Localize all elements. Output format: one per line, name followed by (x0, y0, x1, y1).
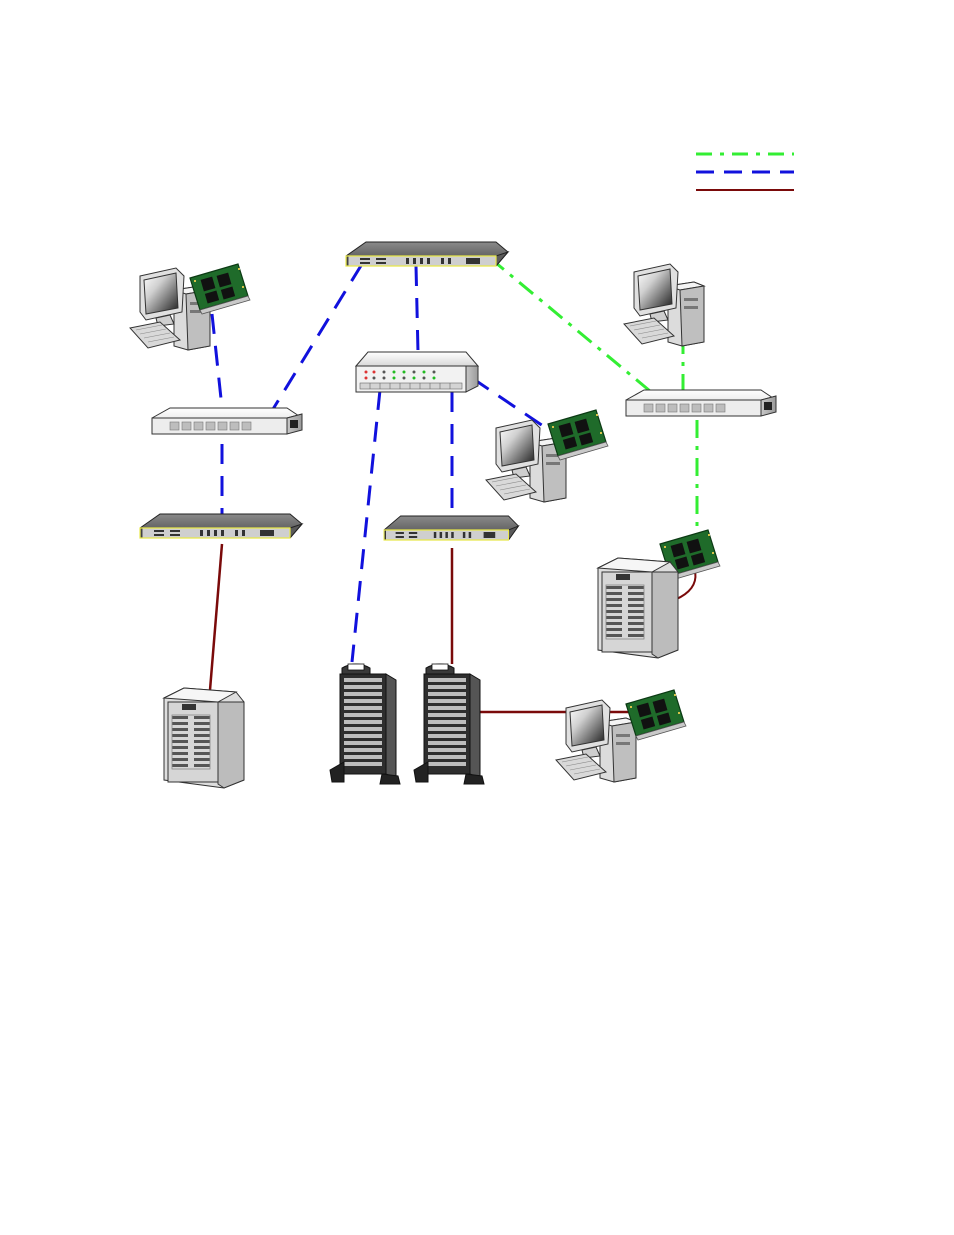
server-icon (598, 558, 678, 658)
link-hub-center-to-rack-a (352, 390, 380, 662)
router-center[interactable] (384, 516, 518, 540)
workstation-icon (624, 264, 704, 346)
router-icon (346, 242, 508, 266)
server-left[interactable] (164, 688, 244, 788)
switch-right[interactable] (626, 390, 776, 416)
link-card-top-left-to-switch-left (212, 314, 222, 408)
card-top-left[interactable] (190, 264, 250, 314)
router-left[interactable] (140, 514, 302, 538)
network-card-icon (190, 264, 250, 314)
link-router-top-to-hub-center (416, 266, 418, 352)
link-router-left-to-server-left (210, 544, 222, 690)
link-router-top-to-switch-left (270, 264, 362, 414)
rack-server-icon (330, 664, 400, 784)
legend (696, 154, 794, 190)
link-hub-center-to-card-center (472, 378, 552, 432)
hub-center[interactable] (356, 352, 478, 392)
rack-a[interactable] (330, 664, 400, 784)
switch-left[interactable] (152, 408, 302, 434)
server-icon (164, 688, 244, 788)
router-icon (384, 516, 518, 540)
network-card-icon (548, 410, 608, 460)
card-bottom-right[interactable] (626, 690, 686, 740)
hub-icon (356, 352, 478, 392)
rack-server-icon (414, 664, 484, 784)
switch-icon (152, 408, 302, 434)
workstation-top-right[interactable] (624, 264, 704, 346)
switch-icon (626, 390, 776, 416)
server-right[interactable] (598, 558, 678, 658)
rack-b[interactable] (414, 664, 484, 784)
network-card-icon (626, 690, 686, 740)
card-center[interactable] (548, 410, 608, 460)
router-top[interactable] (346, 242, 508, 266)
router-icon (140, 514, 302, 538)
